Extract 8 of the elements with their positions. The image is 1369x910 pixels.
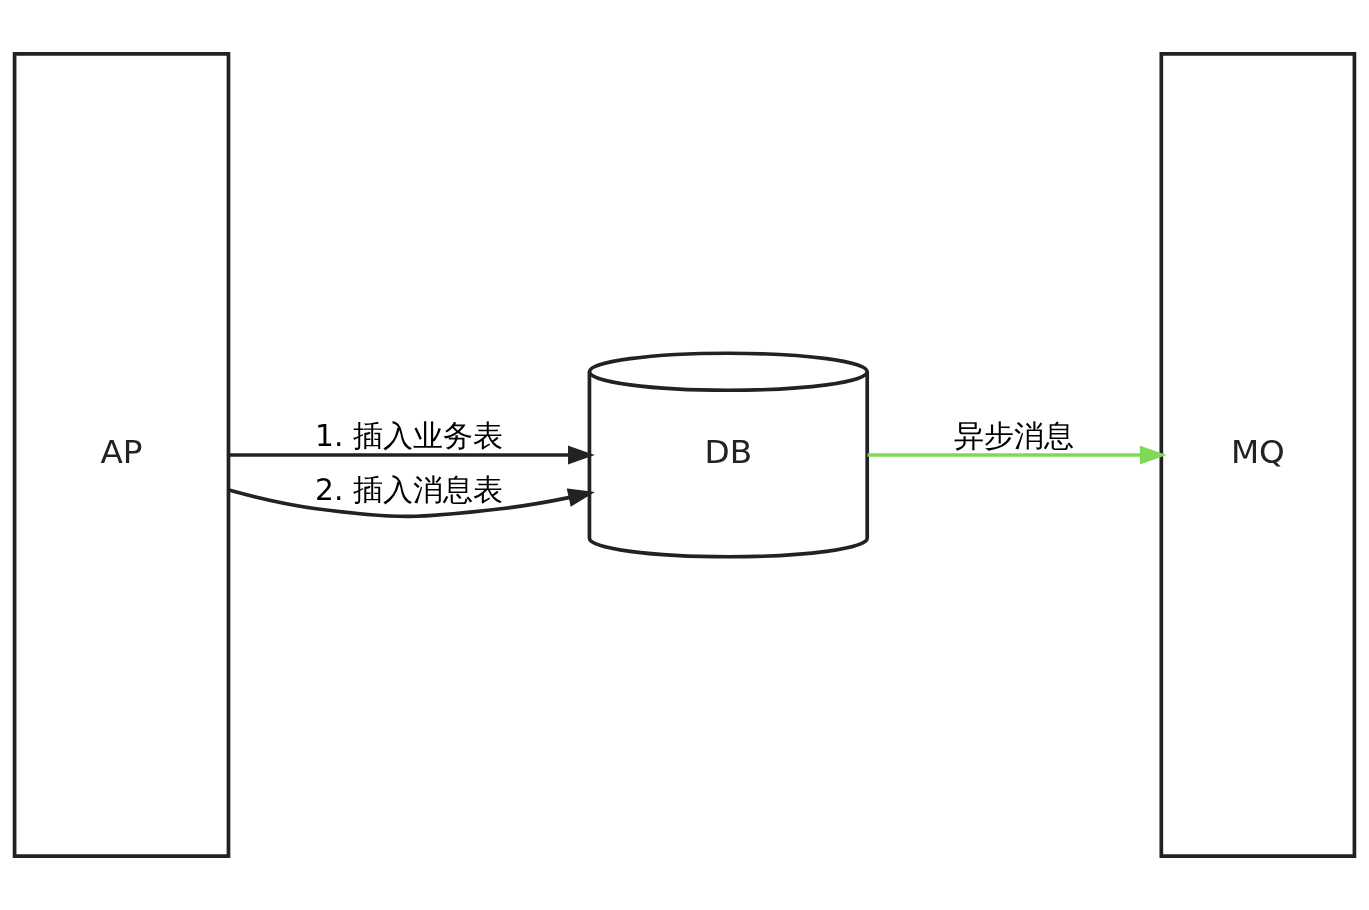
edge-label: 1. 插入业务表	[315, 418, 503, 454]
arrow	[228, 488, 595, 519]
edge-label: 异步消息	[954, 418, 1075, 454]
node-box: AP	[12, 52, 231, 858]
arrow	[867, 445, 1167, 465]
arrow	[228, 445, 595, 465]
edge-label: 2. 插入消息表	[315, 471, 503, 507]
node-box: MQ	[1159, 52, 1357, 858]
